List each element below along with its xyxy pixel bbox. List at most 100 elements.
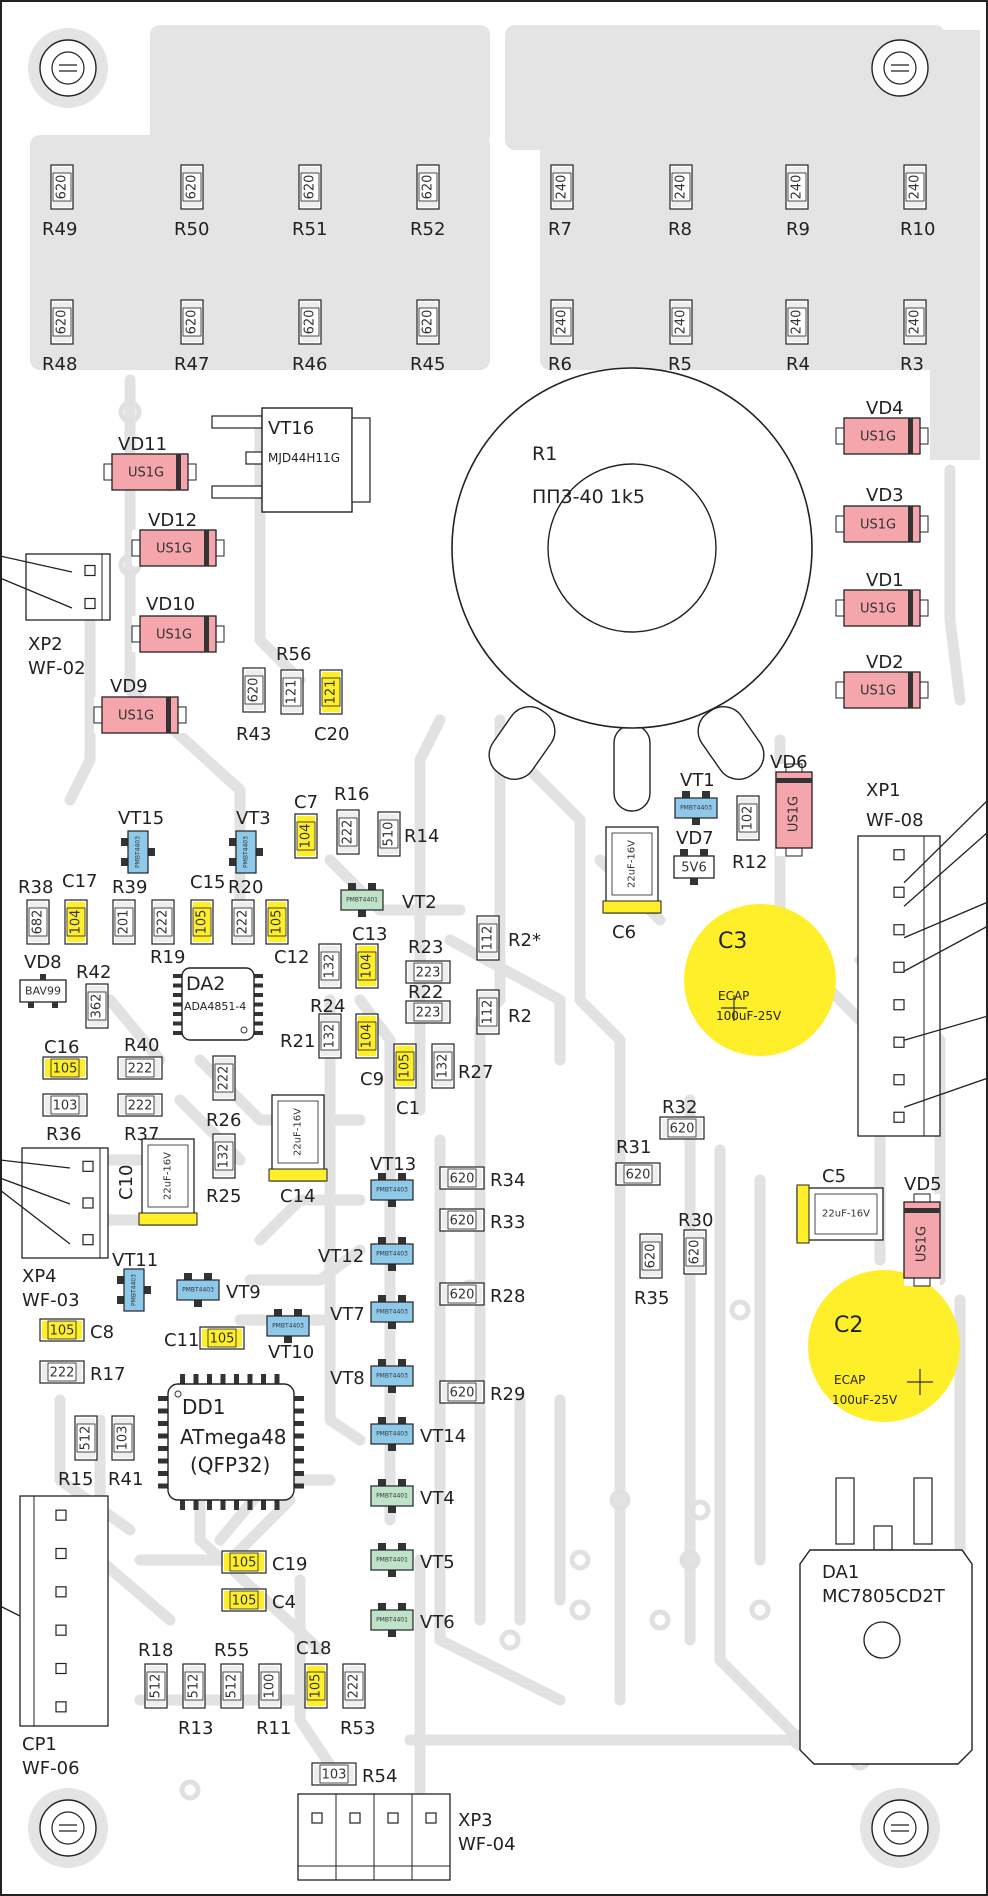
- svg-text:R2*: R2*: [508, 930, 541, 951]
- svg-text:C10: C10: [116, 1165, 137, 1200]
- tantalum-capacitor-c10: 22uF-16V C10: [116, 1138, 198, 1226]
- svg-text:R21: R21: [280, 1031, 315, 1052]
- svg-text:R28: R28: [490, 1286, 525, 1307]
- svg-text:R51: R51: [292, 219, 327, 240]
- capacitor-c8: 105 C8: [39, 1318, 114, 1343]
- svg-text:VT6: VT6: [420, 1612, 455, 1633]
- svg-text:XP3: XP3: [458, 1810, 493, 1831]
- svg-text:240: 240: [790, 175, 805, 200]
- svg-text:(QFP32): (QFP32): [190, 1453, 270, 1477]
- svg-text:C8: C8: [90, 1322, 114, 1343]
- svg-text:VT1: VT1: [680, 770, 715, 791]
- svg-text:C16: C16: [44, 1037, 79, 1058]
- svg-text:620: 620: [421, 175, 436, 200]
- svg-text:R45: R45: [410, 354, 445, 375]
- svg-text:222: 222: [341, 820, 356, 845]
- svg-text:R26: R26: [206, 1110, 241, 1131]
- svg-text:US1G: US1G: [118, 709, 154, 724]
- svg-text:105: 105: [195, 910, 210, 935]
- svg-text:C14: C14: [280, 1186, 315, 1207]
- svg-text:PMBT4403: PMBT4403: [135, 836, 142, 868]
- svg-text:R48: R48: [42, 354, 77, 375]
- transistor-vt5: PMBT4401 VT5: [370, 1543, 455, 1577]
- svg-text:132: 132: [323, 954, 338, 979]
- svg-text:R4: R4: [786, 354, 810, 375]
- svg-text:C1: C1: [396, 1098, 420, 1119]
- svg-text:VT5: VT5: [420, 1552, 455, 1573]
- svg-text:PMBT4403: PMBT4403: [376, 1431, 408, 1438]
- svg-text:620: 620: [55, 310, 70, 335]
- svg-text:112: 112: [481, 1000, 496, 1025]
- svg-text:22uF-16V: 22uF-16V: [163, 1152, 174, 1200]
- svg-text:MC7805CD2T: MC7805CD2T: [822, 1586, 946, 1607]
- svg-text:R53: R53: [340, 1718, 375, 1739]
- svg-text:R13: R13: [178, 1718, 213, 1739]
- svg-text:R8: R8: [668, 219, 692, 240]
- svg-text:222: 222: [50, 1366, 75, 1381]
- svg-text:ADA4851-4: ADA4851-4: [184, 1000, 246, 1013]
- svg-text:C2: C2: [834, 1313, 863, 1338]
- svg-text:R12: R12: [732, 852, 767, 873]
- svg-text:C18: C18: [296, 1638, 331, 1659]
- svg-text:121: 121: [285, 680, 300, 705]
- svg-text:620: 620: [450, 1288, 475, 1303]
- svg-text:PMBT4403: PMBT4403: [376, 1251, 408, 1258]
- svg-text:620: 620: [688, 1240, 703, 1265]
- svg-text:R40: R40: [124, 1035, 159, 1056]
- svg-text:US1G: US1G: [156, 542, 192, 557]
- svg-text:VT4: VT4: [420, 1488, 455, 1509]
- svg-text:VT7: VT7: [330, 1304, 365, 1325]
- svg-text:223: 223: [416, 966, 441, 981]
- svg-text:R31: R31: [616, 1137, 651, 1158]
- svg-text:121: 121: [324, 680, 339, 705]
- svg-text:R43: R43: [236, 724, 271, 745]
- svg-text:VD4: VD4: [866, 398, 904, 419]
- svg-text:105: 105: [398, 1054, 413, 1079]
- svg-text:R47: R47: [174, 354, 209, 375]
- svg-text:R52: R52: [410, 219, 445, 240]
- svg-text:XP4: XP4: [22, 1266, 57, 1287]
- svg-text:105: 105: [50, 1324, 75, 1339]
- svg-text:362: 362: [90, 994, 105, 1019]
- svg-text:C15: C15: [190, 872, 225, 893]
- svg-text:105: 105: [53, 1062, 78, 1077]
- svg-text:C5: C5: [822, 1166, 846, 1187]
- svg-text:R15: R15: [58, 1469, 93, 1490]
- svg-text:240: 240: [555, 310, 570, 335]
- svg-text:VD7: VD7: [676, 828, 714, 849]
- svg-text:PMBT4401: PMBT4401: [376, 1557, 408, 1564]
